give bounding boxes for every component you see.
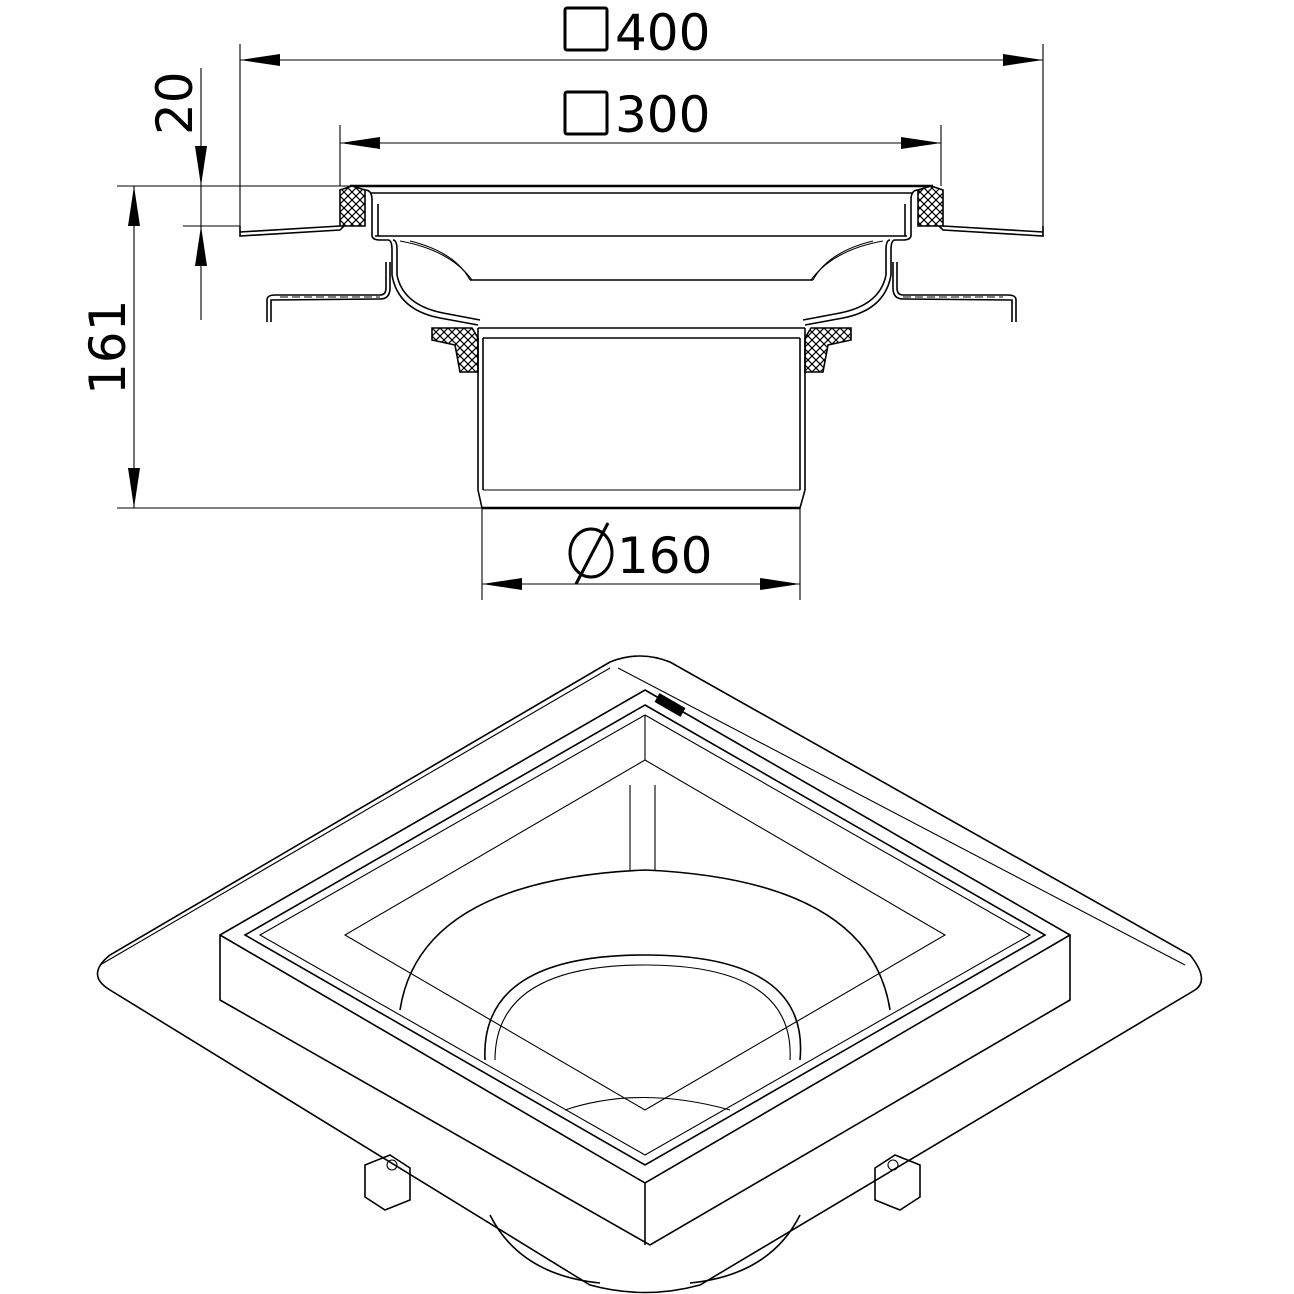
square-icon (563, 90, 609, 136)
section-view: 400 300 20 161 (79, 4, 1044, 600)
clip-left (364, 1154, 411, 1211)
dim-300-value: 300 (615, 86, 710, 144)
dim-160-value: 160 (617, 527, 712, 585)
dimension-160: 160 (481, 508, 801, 600)
drain-section-body (239, 184, 1044, 510)
dim-400-value: 400 (615, 4, 710, 62)
outer-flange (96, 655, 1203, 1294)
dimension-20: 20 (117, 68, 350, 320)
dimension-161: 161 (79, 186, 482, 509)
dimension-400: 400 (239, 4, 1044, 232)
bowl (399, 869, 891, 1011)
dim-20-value: 20 (146, 71, 204, 135)
marking-label (654, 693, 686, 717)
collar (219, 689, 1071, 1246)
outlet-opening (484, 954, 802, 1061)
square-icon (563, 6, 609, 52)
clip-right (874, 1154, 921, 1211)
diameter-icon (568, 522, 614, 585)
dimension-300: 300 (339, 86, 942, 186)
isometric-view (96, 655, 1203, 1294)
dim-161-value: 161 (79, 300, 137, 395)
